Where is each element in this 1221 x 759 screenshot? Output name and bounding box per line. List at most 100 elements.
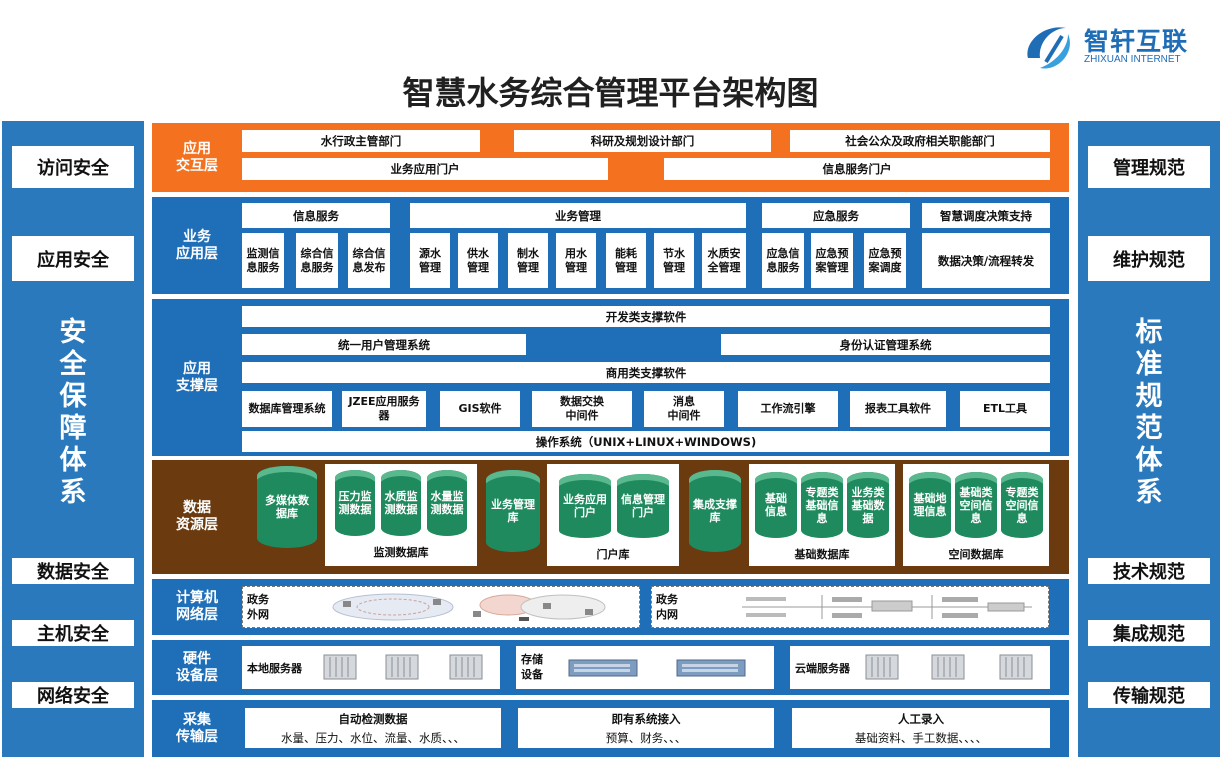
layer-name: 数据资源层 bbox=[176, 500, 218, 533]
server-rack-icon bbox=[931, 654, 965, 680]
logo-chinese-name: 智轩互联 bbox=[1084, 27, 1189, 56]
group-business-mgmt: 业务管理 bbox=[410, 203, 746, 228]
group-label: 监测数据库 bbox=[373, 546, 429, 559]
group-emergency-service: 应急服务 bbox=[762, 203, 910, 228]
auto-detect-data-panel: 自动检测数据 水量、压力、水位、流量、水质、、、 bbox=[245, 708, 501, 748]
acquisition-transmission-layer: 采集传输层 自动检测数据 水量、压力、水位、流量、水质、、、 即有系统接入 预算… bbox=[152, 700, 1069, 757]
thematic-base-info-db: 专题类基础信息 bbox=[801, 472, 843, 538]
maintenance-standard: 维护规范 bbox=[1088, 236, 1210, 281]
layer-name: 硬件设备层 bbox=[176, 650, 218, 684]
acq-title: 自动检测数据 bbox=[338, 712, 408, 726]
group-info-service: 信息服务 bbox=[242, 203, 390, 228]
emergency-info-service: 应急信息服务 bbox=[762, 233, 804, 288]
app-interaction-layer: 应用交互层 水行政主管部门 科研及规划设计部门 社会公众及政府相关职能部门 业务… bbox=[152, 123, 1069, 192]
database-mgmt-system: 数据库管理系统 bbox=[242, 391, 332, 427]
technical-standard: 技术规范 bbox=[1088, 558, 1210, 584]
data-decision-flow: 数据决策/流程转发 bbox=[922, 233, 1050, 288]
production-water-mgmt: 制水管理 bbox=[508, 233, 548, 288]
source-water-mgmt: 源水管理 bbox=[410, 233, 450, 288]
public-govt-dept: 社会公众及政府相关职能部门 bbox=[790, 130, 1050, 152]
water-quality-safety-mgmt: 水质安全管理 bbox=[702, 233, 746, 288]
data-exchange-middleware: 数据交换中间件 bbox=[532, 391, 632, 427]
emergency-plan-mgmt: 应急预案管理 bbox=[811, 233, 853, 288]
report-tool-software: 报表工具软件 bbox=[850, 391, 946, 427]
layer-name: 应用支撑层 bbox=[176, 360, 218, 394]
monitor-database-group: 压力监测数据 水质监测数据 水量监测数据 监测数据库 bbox=[325, 464, 477, 566]
gov-intranet-panel: 政务内网 bbox=[651, 586, 1049, 628]
vertical-char: 全 bbox=[59, 349, 87, 380]
commercial-support-software: 商用类支撑软件 bbox=[242, 362, 1050, 383]
vertical-char: 系 bbox=[59, 477, 87, 508]
volume-monitor-db: 水量监测数据 bbox=[427, 470, 467, 536]
extranet-diagram-icon bbox=[332, 593, 606, 621]
layer-name: 应用交互层 bbox=[176, 140, 218, 174]
layer-name: 采集传输层 bbox=[176, 711, 218, 745]
business-app-portal-db: 业务应用门户 bbox=[559, 474, 611, 538]
business-base-data-db: 业务类基础数据 bbox=[847, 472, 889, 538]
workflow-engine: 工作流引擎 bbox=[738, 391, 838, 427]
quality-monitor-db: 水质监测数据 bbox=[381, 470, 421, 536]
acq-subtitle: 水量、压力、水位、流量、水质、、、 bbox=[281, 731, 465, 745]
computer-network-layer: 计算机网络层 政务外网 政务内网 bbox=[152, 579, 1069, 635]
acq-subtitle: 预算、财务、、、 bbox=[605, 731, 687, 745]
base-database-group: 基础信息 专题类基础信息 业务类基础数据 基础数据库 bbox=[749, 464, 895, 566]
info-mgmt-portal-db: 信息管理门户 bbox=[617, 474, 669, 538]
data-resource-layer: 数据资源层 多媒体数据库 压力监测数据 水质监测数据 水量监测数据 监测数据库 … bbox=[152, 460, 1069, 574]
storage-device-icon bbox=[676, 659, 746, 677]
group-decision-support: 智慧调度决策支持 bbox=[922, 203, 1050, 228]
gis-software: GIS软件 bbox=[440, 391, 520, 427]
business-app-layer: 业务应用层 信息服务 业务管理 应急服务 智慧调度决策支持 监测信息服务 综合信… bbox=[152, 197, 1069, 294]
acq-title: 人工录入 bbox=[898, 712, 944, 726]
group-label: 基础数据库 bbox=[794, 548, 850, 561]
vertical-char: 保 bbox=[59, 381, 87, 412]
app-support-layer: 应用支撑层 开发类支撑软件 统一用户管理系统 身份认证管理系统 商用类支撑软件 … bbox=[152, 299, 1069, 456]
vertical-char: 准 bbox=[1135, 349, 1163, 380]
standards-system-title: 标准规范体系 bbox=[1078, 317, 1220, 509]
business-app-portal: 业务应用门户 bbox=[242, 158, 608, 180]
base-spatial-info-db: 基础类空间信息 bbox=[955, 472, 997, 538]
vertical-char: 规 bbox=[1135, 381, 1163, 412]
layer-name: 业务应用层 bbox=[176, 228, 218, 262]
base-info-db: 基础信息 bbox=[755, 472, 797, 538]
integrated-info-service: 综合信息服务 bbox=[296, 233, 338, 288]
etl-tool: ETL工具 bbox=[960, 391, 1050, 427]
transmission-standard: 传输规范 bbox=[1088, 682, 1210, 708]
server-rack-icon bbox=[999, 654, 1033, 680]
gov-extranet-label: 政务外网 bbox=[247, 593, 269, 621]
host-security: 主机安全 bbox=[12, 620, 134, 646]
thematic-spatial-info-db: 专题类空间信息 bbox=[1001, 472, 1043, 538]
group-label: 门户库 bbox=[596, 548, 630, 561]
research-design-dept: 科研及规划设计部门 bbox=[514, 130, 771, 152]
logo-swirl-icon bbox=[1027, 27, 1070, 69]
base-geo-info-db: 基础地理信息 bbox=[909, 472, 951, 538]
vertical-char: 标 bbox=[1135, 317, 1163, 348]
existing-system-access-panel: 即有系统接入 预算、财务、、、 bbox=[518, 708, 774, 748]
emergency-plan-dispatch: 应急预案调度 bbox=[864, 233, 906, 288]
local-server-label: 本地服务器 bbox=[247, 662, 302, 675]
vertical-char: 范 bbox=[1135, 413, 1163, 444]
standards-system-panel: 管理规范 维护规范 标准规范体系 技术规范 集成规范 传输规范 bbox=[1078, 121, 1220, 757]
storage-label: 存储设备 bbox=[521, 653, 543, 681]
dev-support-software: 开发类支撑软件 bbox=[242, 306, 1050, 327]
vertical-char: 系 bbox=[1135, 477, 1163, 508]
layer-name: 计算机网络层 bbox=[176, 590, 218, 623]
vertical-char: 体 bbox=[1135, 445, 1163, 476]
data-security: 数据安全 bbox=[12, 558, 134, 584]
access-security: 访问安全 bbox=[12, 146, 134, 188]
vertical-char: 体 bbox=[59, 445, 87, 476]
management-standard: 管理规范 bbox=[1088, 146, 1210, 188]
pressure-monitor-db: 压力监测数据 bbox=[335, 470, 375, 536]
unified-user-mgmt: 统一用户管理系统 bbox=[242, 334, 526, 355]
network-security: 网络安全 bbox=[12, 682, 134, 708]
operating-system: 操作系统（UNIX+LINUX+WINDOWS) bbox=[242, 431, 1050, 452]
cloud-server-panel: 云端服务器 bbox=[790, 646, 1050, 689]
water-admin-dept: 水行政主管部门 bbox=[242, 130, 480, 152]
monitor-info-service: 监测信息服务 bbox=[242, 233, 284, 288]
cloud-server-label: 云端服务器 bbox=[795, 662, 850, 675]
server-rack-icon bbox=[323, 654, 357, 680]
server-rack-icon bbox=[385, 654, 419, 680]
vertical-char: 障 bbox=[59, 413, 87, 444]
manual-entry-panel: 人工录入 基础资料、手工数据、、、、 bbox=[792, 708, 1050, 748]
vertical-char: 安 bbox=[59, 317, 87, 348]
business-mgmt-db: 业务管理库 bbox=[486, 470, 540, 552]
